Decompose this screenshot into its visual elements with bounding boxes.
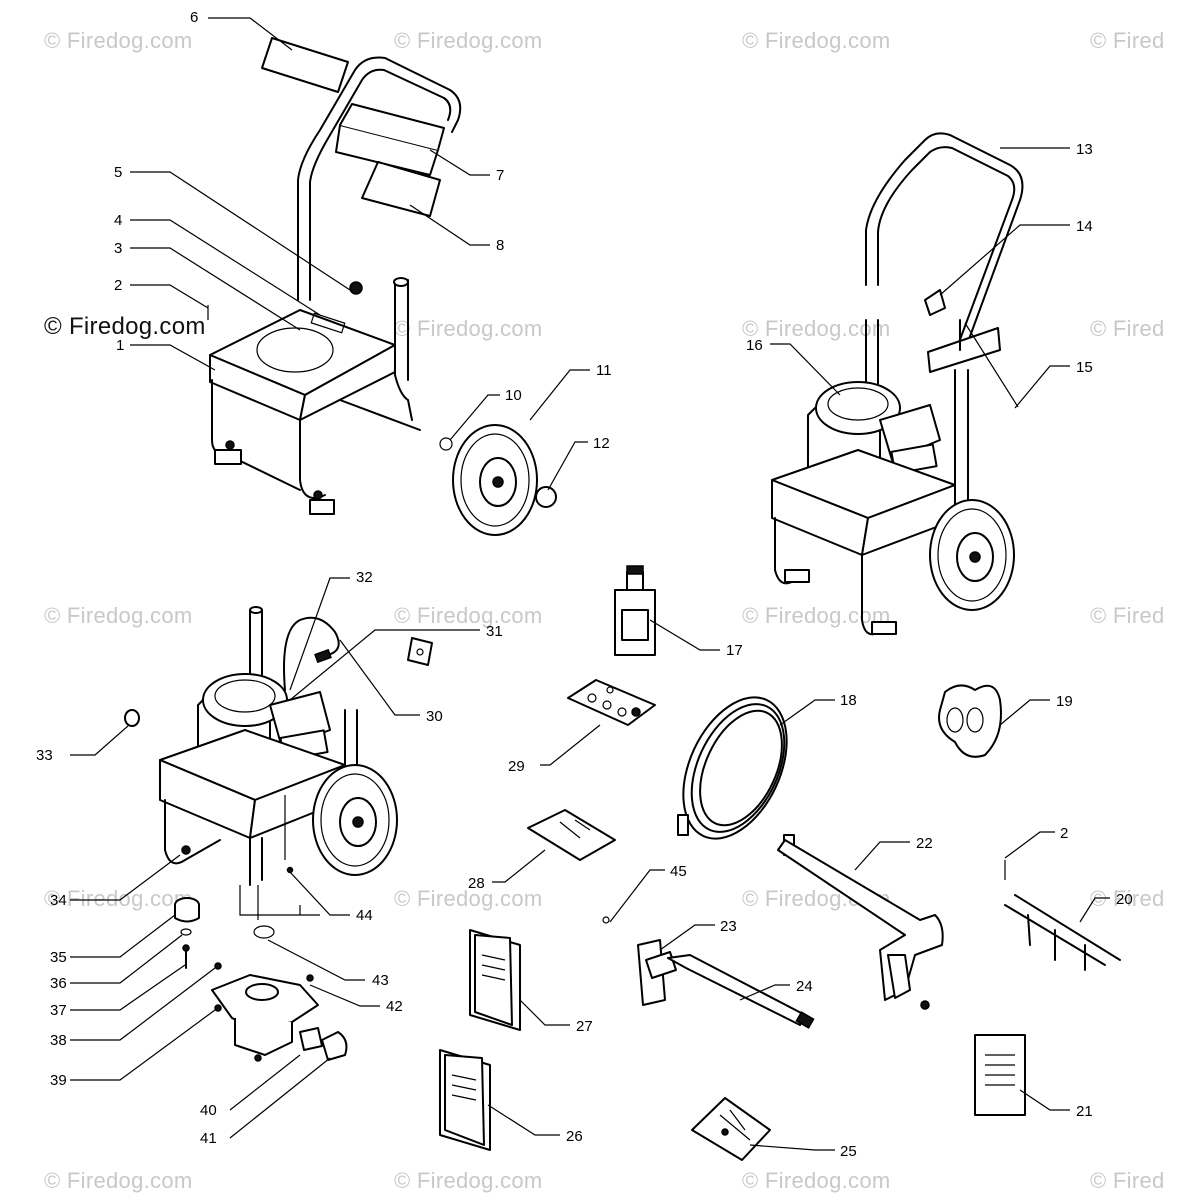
callout-36: 36 [50, 975, 67, 992]
watermark: © Firedog.com [394, 603, 543, 628]
callout-32: 32 [356, 569, 373, 586]
callout-24: 24 [796, 978, 813, 995]
callout-25: 25 [840, 1143, 857, 1160]
callout-29: 29 [508, 758, 525, 775]
callout-17: 17 [726, 642, 743, 659]
callout-16: 16 [746, 337, 763, 354]
assembled-unit [771, 132, 1024, 636]
watermark: © Firedog.com [742, 1168, 891, 1193]
watermark: © Firedog.com [394, 886, 543, 911]
watermark: © Fired [1090, 316, 1165, 341]
watermark: © Firedog.com [394, 28, 543, 53]
watermark: © Firedog.com [44, 886, 193, 911]
callout-34: 34 [50, 892, 67, 909]
callout-31: 31 [486, 623, 503, 640]
callout-4: 4 [114, 212, 122, 229]
callout-30: 30 [426, 708, 443, 725]
callout-1: 1 [116, 337, 124, 354]
callout-22: 22 [916, 835, 933, 852]
callout-labels: 6 7 8 5 4 3 2 1 10 11 12 13 14 15 16 17 … [36, 9, 1133, 1160]
callout-43: 43 [372, 972, 389, 989]
copyright-label: © Firedog.com [44, 313, 206, 340]
callout-23: 23 [720, 918, 737, 935]
callout-27: 27 [576, 1018, 593, 1035]
callout-37: 37 [50, 1002, 67, 1019]
callout-13: 13 [1076, 141, 1093, 158]
callout-26: 26 [566, 1128, 583, 1145]
callout-41: 41 [200, 1130, 217, 1147]
callout-20: 20 [1116, 891, 1133, 908]
callout-35: 35 [50, 949, 67, 966]
callout-44: 44 [356, 907, 373, 924]
callout-2: 2 [114, 277, 122, 294]
watermark: © Firedog.com [44, 28, 193, 53]
callout-6: 6 [190, 9, 198, 26]
watermark: © Firedog.com [742, 28, 891, 53]
callout-28: 28 [468, 875, 485, 892]
pump-unit [124, 606, 433, 1062]
watermark: © Firedog.com [44, 1168, 193, 1193]
watermark: © Firedog.com [394, 316, 543, 341]
watermark: © Fired [1090, 28, 1165, 53]
callout-14: 14 [1076, 218, 1093, 235]
callout-40: 40 [200, 1102, 217, 1119]
callout-12: 12 [593, 435, 610, 452]
callout-3: 3 [114, 240, 122, 257]
callout-21: 21 [1076, 1103, 1093, 1120]
clip-14 [924, 289, 946, 316]
label-decal-6 [261, 37, 349, 93]
callout-38: 38 [50, 1032, 67, 1049]
watermark: © Fired [1090, 603, 1165, 628]
panel-7 [335, 124, 439, 176]
watermark: © Firedog.com [742, 603, 891, 628]
callout-7: 7 [496, 167, 504, 184]
callout-5: 5 [114, 164, 122, 181]
callout-18: 18 [840, 692, 857, 709]
watermark: © Fired [1090, 1168, 1165, 1193]
callout-42: 42 [386, 998, 403, 1015]
callout-19: 19 [1056, 693, 1073, 710]
callout-45: 45 [670, 863, 687, 880]
callout-15: 15 [1076, 359, 1093, 376]
callout-11: 11 [596, 362, 612, 379]
watermark: © Firedog.com [394, 1168, 543, 1193]
callout-33: 33 [36, 747, 53, 764]
callout-2b: 2 [1060, 825, 1068, 842]
watermark: © Firedog.com [44, 603, 193, 628]
accessories [439, 565, 1121, 1161]
callout-8: 8 [496, 237, 504, 254]
frame-assembly [207, 37, 557, 536]
callout-10: 10 [505, 387, 522, 404]
callout-39: 39 [50, 1072, 67, 1089]
decal-8 [361, 161, 441, 217]
leader-lines [70, 17, 1110, 1151]
